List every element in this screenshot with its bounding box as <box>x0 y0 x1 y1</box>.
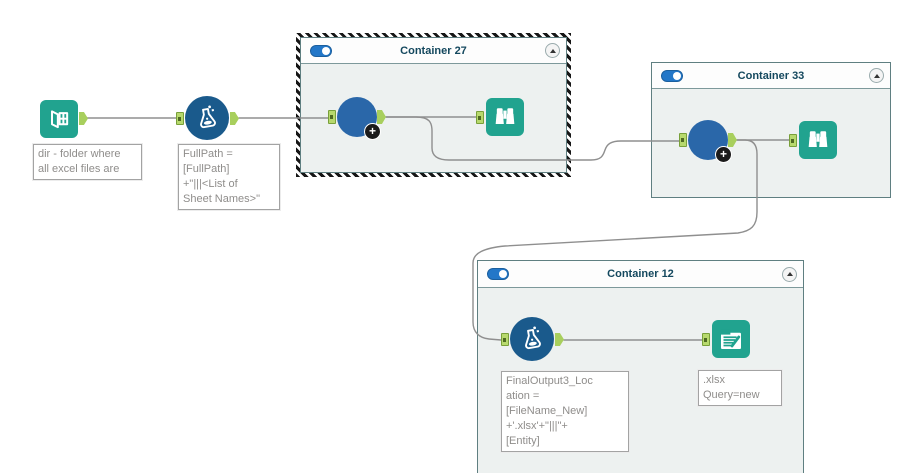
macro27-input-anchor[interactable] <box>328 110 336 124</box>
binoculars-glyph-icon <box>808 131 828 147</box>
binoculars-glyph-icon <box>495 108 515 124</box>
flask-glyph-icon <box>200 105 216 129</box>
formula-output-anchor[interactable] <box>230 112 239 125</box>
container-12-header[interactable]: Container 12 <box>478 261 803 288</box>
container-12-toggle[interactable] <box>487 268 509 280</box>
wire-macro27-to-macro33[interactable] <box>385 116 680 161</box>
macro33-output-anchor[interactable] <box>728 133 737 147</box>
formula-tool-icon[interactable] <box>185 96 229 140</box>
container-12[interactable]: Container 12 <box>477 260 804 473</box>
collapse-caret-icon <box>873 73 880 78</box>
output12-annotation[interactable]: .xlsx Query=new <box>698 370 782 406</box>
macro-plus-badge-icon: + <box>715 146 732 163</box>
container-12-title: Container 12 <box>607 268 674 280</box>
flask-glyph-icon <box>525 326 541 350</box>
formula12-annotation[interactable]: FinalOutput3_Loc ation = [FileName_New] … <box>501 371 629 452</box>
container-27-toggle[interactable] <box>310 44 332 57</box>
container-33-title: Container 33 <box>737 69 805 82</box>
formula-tool-icon[interactable] <box>510 317 554 361</box>
directory-tool-icon[interactable] <box>40 100 78 138</box>
container-33-toggle[interactable] <box>661 69 683 82</box>
directory-glyph-icon <box>51 110 69 129</box>
browse-tool-icon[interactable] <box>799 121 837 159</box>
browse-tool-icon[interactable] <box>486 98 524 136</box>
container-33-collapse-button[interactable] <box>869 68 884 83</box>
formula12-output-anchor[interactable] <box>555 333 564 346</box>
container-27-header[interactable]: Container 27 <box>301 38 566 64</box>
macro-plus-badge-icon: + <box>364 123 381 140</box>
container-12-collapse-button[interactable] <box>782 266 797 282</box>
output-data-tool-icon[interactable] <box>712 320 750 358</box>
formula12-input-anchor[interactable] <box>501 333 509 346</box>
collapse-caret-icon <box>786 272 793 276</box>
output12-input-anchor[interactable] <box>702 333 710 346</box>
macro27-output-anchor[interactable] <box>377 110 386 124</box>
toggle-knob <box>322 46 330 55</box>
macro33-input-anchor[interactable] <box>679 133 687 147</box>
directory-annotation[interactable]: dir - folder where all excel files are <box>33 144 142 180</box>
collapse-caret-icon <box>549 48 556 53</box>
formula-input-anchor[interactable] <box>176 112 184 125</box>
output-file-glyph-icon <box>721 329 741 349</box>
directory-output-anchor[interactable] <box>79 112 88 125</box>
browse27-input-anchor[interactable] <box>476 111 484 124</box>
container-33-header[interactable]: Container 33 <box>652 63 890 89</box>
wire-macro33-to-formula12[interactable] <box>472 139 758 341</box>
container-27-title: Container 27 <box>400 44 467 57</box>
container-27-collapse-button[interactable] <box>545 43 560 58</box>
browse33-input-anchor[interactable] <box>789 134 797 147</box>
toggle-knob <box>499 270 507 278</box>
formula-annotation[interactable]: FullPath = [FullPath] +"|||<List of Shee… <box>178 144 280 210</box>
toggle-knob <box>673 71 681 80</box>
